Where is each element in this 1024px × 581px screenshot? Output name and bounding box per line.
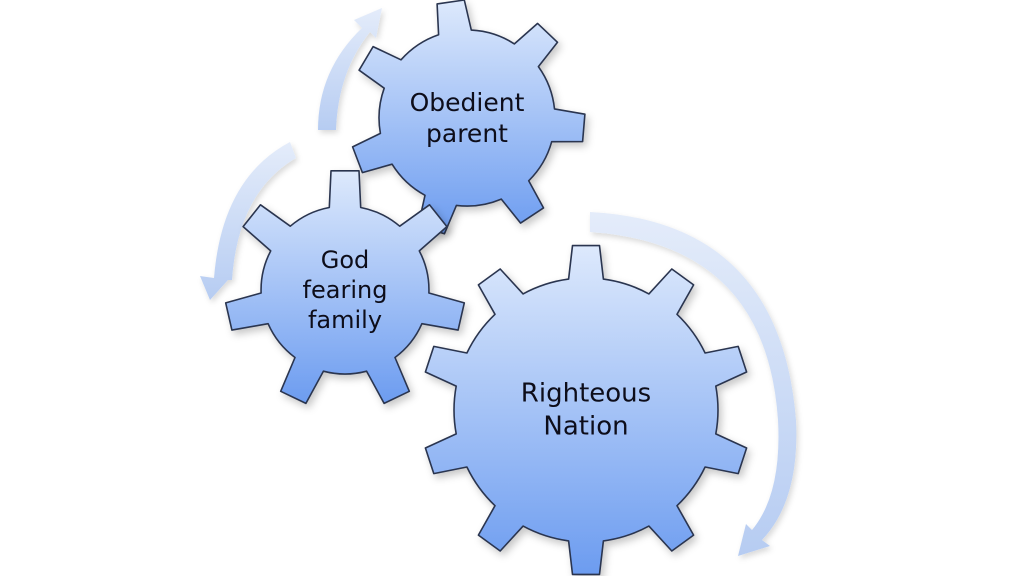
gear-god-fearing-family-icon — [224, 170, 466, 405]
gear-label-god-fearing-family: God fearing family — [303, 245, 388, 335]
label-line: Obedient — [409, 87, 525, 117]
gear-label-obedient-parent: Obedient parent — [410, 87, 525, 150]
label-line: family — [307, 306, 383, 334]
arrow-up-right-icon — [318, 8, 382, 130]
label-line: Righteous — [520, 378, 652, 409]
arrow-down-left-icon — [200, 142, 296, 300]
gear-label-righteous-nation: Righteous Nation — [521, 378, 651, 443]
label-line: parent — [426, 119, 508, 148]
arrow-clockwise-icon — [590, 212, 797, 556]
label-line: Nation — [543, 411, 629, 441]
label-line: fearing — [302, 276, 388, 304]
gear-obedient-parent-icon — [351, 0, 586, 235]
label-line: God — [320, 246, 370, 274]
gear-righteous-nation-icon — [424, 244, 748, 576]
